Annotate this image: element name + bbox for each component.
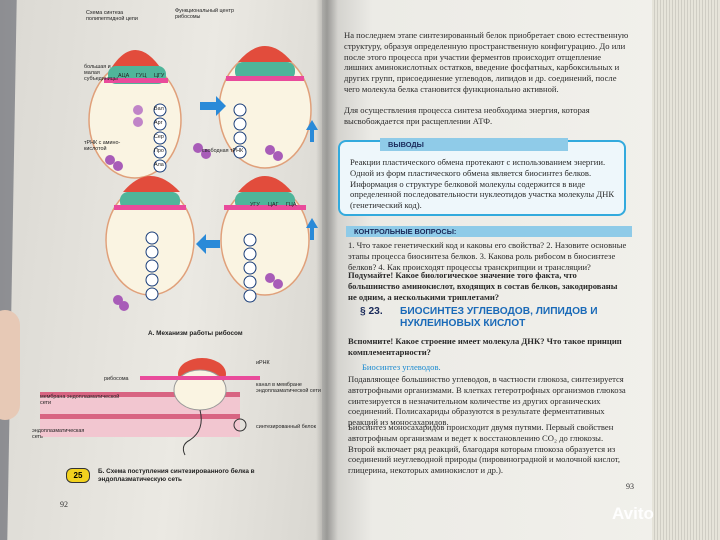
section-number: § 23. — [360, 306, 383, 317]
conclusions-title: ВЫВОДЫ — [380, 138, 568, 151]
carb-text: Подавляющее большинство углеводов, в час… — [348, 374, 626, 428]
label-free-trna: свободная тРНК — [202, 148, 244, 154]
label-synthesis-scheme: Схема синтеза полипептидной цепи — [86, 10, 138, 22]
questions-text: 1. Что такое генетический код и каковы е… — [348, 240, 627, 272]
think-text: Подумайте! Какое биологическое значение … — [348, 270, 618, 302]
label-trna-amino: тРНК с амино-кислотой — [84, 140, 121, 152]
label-synth-protein: синтезированный белок — [256, 424, 316, 430]
figure-badge: 25 — [66, 468, 90, 483]
mono-text: Биосинтез моносахаридов происходит двумя… — [348, 422, 621, 476]
label-amino-3: Сер — [154, 134, 164, 140]
label-codon-1: АЦА — [118, 73, 130, 79]
label-amino-1: Вал — [154, 106, 164, 112]
ribosome-unit-4 — [220, 176, 310, 296]
paragraph-energy: Для осуществления процесса синтеза необх… — [344, 105, 590, 126]
label-subunits: большая и малая субъединицы — [84, 64, 118, 82]
right-page — [322, 0, 658, 540]
caption-a: А. Механизм работы рибосом — [148, 330, 243, 337]
label-codon-2: ГУЦ — [136, 73, 147, 79]
caption-b: Б. Схема поступления синтезированного бе… — [98, 468, 255, 483]
label-amino-4: Про — [154, 148, 164, 154]
label-er: эндоплазматическая сеть — [32, 428, 85, 440]
scheme-b — [40, 358, 260, 456]
left-page-number: 92 — [60, 500, 68, 509]
label-functional-center: Функциональный центр рибосомы — [175, 8, 234, 20]
questions-title: КОНТРОЛЬНЫЕ ВОПРОСЫ: — [346, 226, 632, 237]
label-codon-3: ЦГУ — [154, 73, 165, 79]
label-membrane: мембрана эндоплазматической сети — [40, 394, 120, 406]
conclusions-text: Реакции пластического обмена протекают с… — [350, 157, 615, 211]
ribosome-diagram — [40, 46, 318, 456]
label-channel: канал в мембране эндоплазматической сети — [256, 382, 321, 394]
page-edges — [652, 0, 720, 540]
label-amino-5: Ала — [154, 162, 164, 168]
label-anticodon-1: УГУ — [250, 202, 260, 208]
label-anticodon-2: ЦАГ — [268, 202, 279, 208]
carb-heading: Биосинтез углеводов. — [362, 362, 441, 372]
avito-watermark: Avito — [612, 504, 654, 523]
label-mrna: иРНК — [256, 360, 270, 366]
label-ribosome: рибосома — [104, 376, 129, 382]
label-amino-2: Арг — [154, 120, 163, 126]
recall-text: Вспомните! Какое строение имеет молекула… — [348, 336, 622, 357]
paragraph-final-stage: На последнем этапе синтезированный белок… — [344, 30, 629, 94]
label-anticodon-3: ГЦА — [286, 202, 297, 208]
section-title: БИОСИНТЕЗ УГЛЕВОДОВ, ЛИПИДОВ И НУКЛЕИНОВ… — [400, 306, 598, 329]
thumb — [0, 310, 20, 420]
book-gutter — [316, 0, 338, 540]
right-page-number: 93 — [626, 482, 634, 491]
